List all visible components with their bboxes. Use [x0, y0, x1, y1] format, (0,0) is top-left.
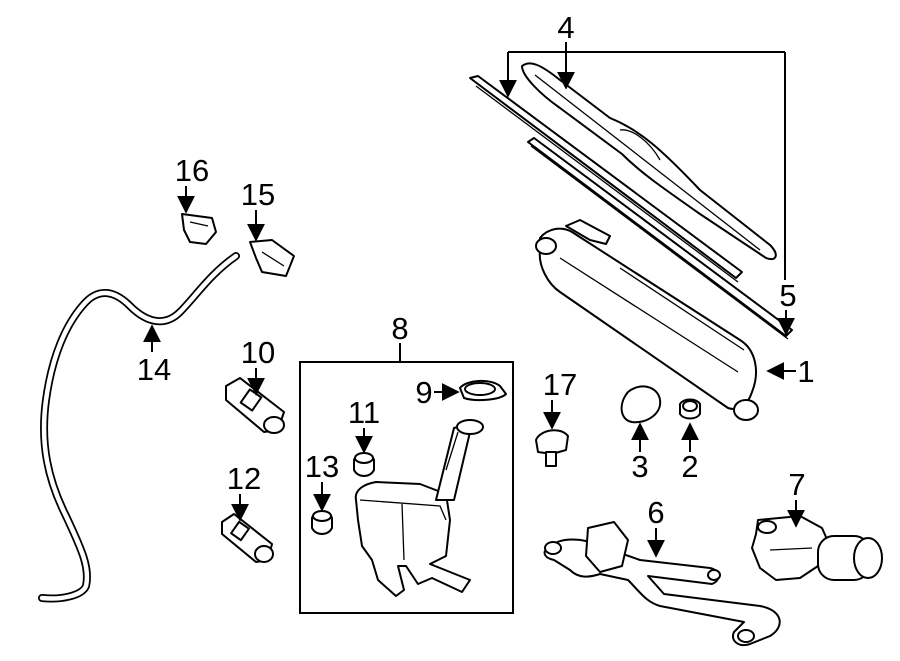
callout-7: 7	[788, 467, 805, 502]
wiper-linkage	[543, 521, 781, 646]
callout-9: 9	[415, 375, 432, 410]
callout-12: 12	[227, 461, 261, 496]
wiper-motor	[751, 515, 883, 581]
wiper-arm	[535, 219, 759, 421]
callout-16: 16	[175, 153, 209, 188]
callout-11: 11	[348, 395, 380, 430]
reservoir-kit-box	[299, 361, 514, 614]
callout-17: 17	[543, 367, 577, 402]
callout-13: 13	[305, 449, 339, 484]
washer-reservoir	[354, 419, 484, 597]
callout-5: 5	[779, 278, 796, 313]
reservoir-cap	[459, 380, 507, 402]
washer-hose	[38, 252, 240, 603]
callout-8: 8	[391, 311, 408, 346]
callout-3: 3	[631, 449, 648, 484]
callout-4: 4	[557, 10, 574, 45]
connector-16	[181, 213, 217, 245]
washer-nozzle-17	[535, 429, 569, 467]
callout-15: 15	[241, 177, 275, 212]
wiper-blade-left	[469, 75, 743, 283]
cap	[620, 385, 662, 424]
washer-pump-12	[221, 513, 274, 563]
grommet-13	[311, 510, 333, 535]
washer-pump-10	[225, 377, 285, 434]
callout-6: 6	[647, 495, 664, 530]
callout-1: 1	[797, 354, 814, 389]
washer-nozzle-15	[249, 239, 295, 277]
callout-2: 2	[681, 449, 698, 484]
nut	[679, 398, 701, 420]
callout-10: 10	[241, 335, 275, 370]
callout-14: 14	[137, 352, 171, 387]
grommet-11	[353, 452, 375, 477]
leader-lines	[143, 42, 805, 558]
